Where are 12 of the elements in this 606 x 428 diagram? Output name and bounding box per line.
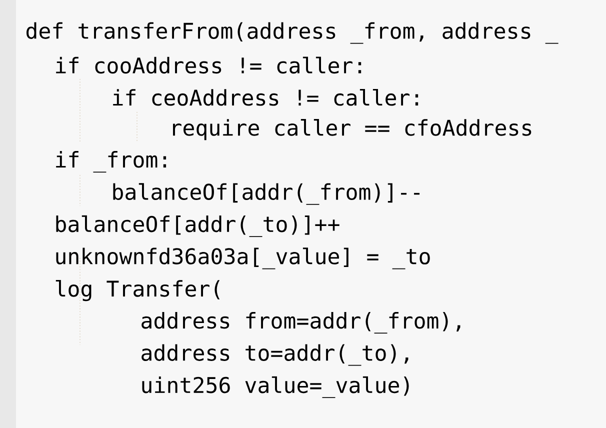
code-line: unknownfd36a03a[_value] = _to — [56, 248, 430, 270]
code-line: def transferFrom(address _from, address _ — [26, 22, 558, 44]
code-line: if cooAddress != caller: — [56, 56, 362, 74]
code-line: address to=addr(_to), — [142, 344, 408, 366]
code-line: if ceoAddress != caller: — [113, 88, 418, 106]
code-line: balanceOf[addr(_from)]-- — [113, 183, 420, 205]
code-line: balanceOf[addr(_to)]++ — [56, 215, 340, 237]
code-line: uint256 value=_value) — [142, 376, 409, 398]
code-line: if _from: — [56, 151, 166, 173]
code-line: address from=addr(_from), — [142, 312, 460, 334]
code-line: log Transfer( — [56, 280, 220, 302]
code-line: require caller == cfoAddress — [173, 119, 532, 140]
